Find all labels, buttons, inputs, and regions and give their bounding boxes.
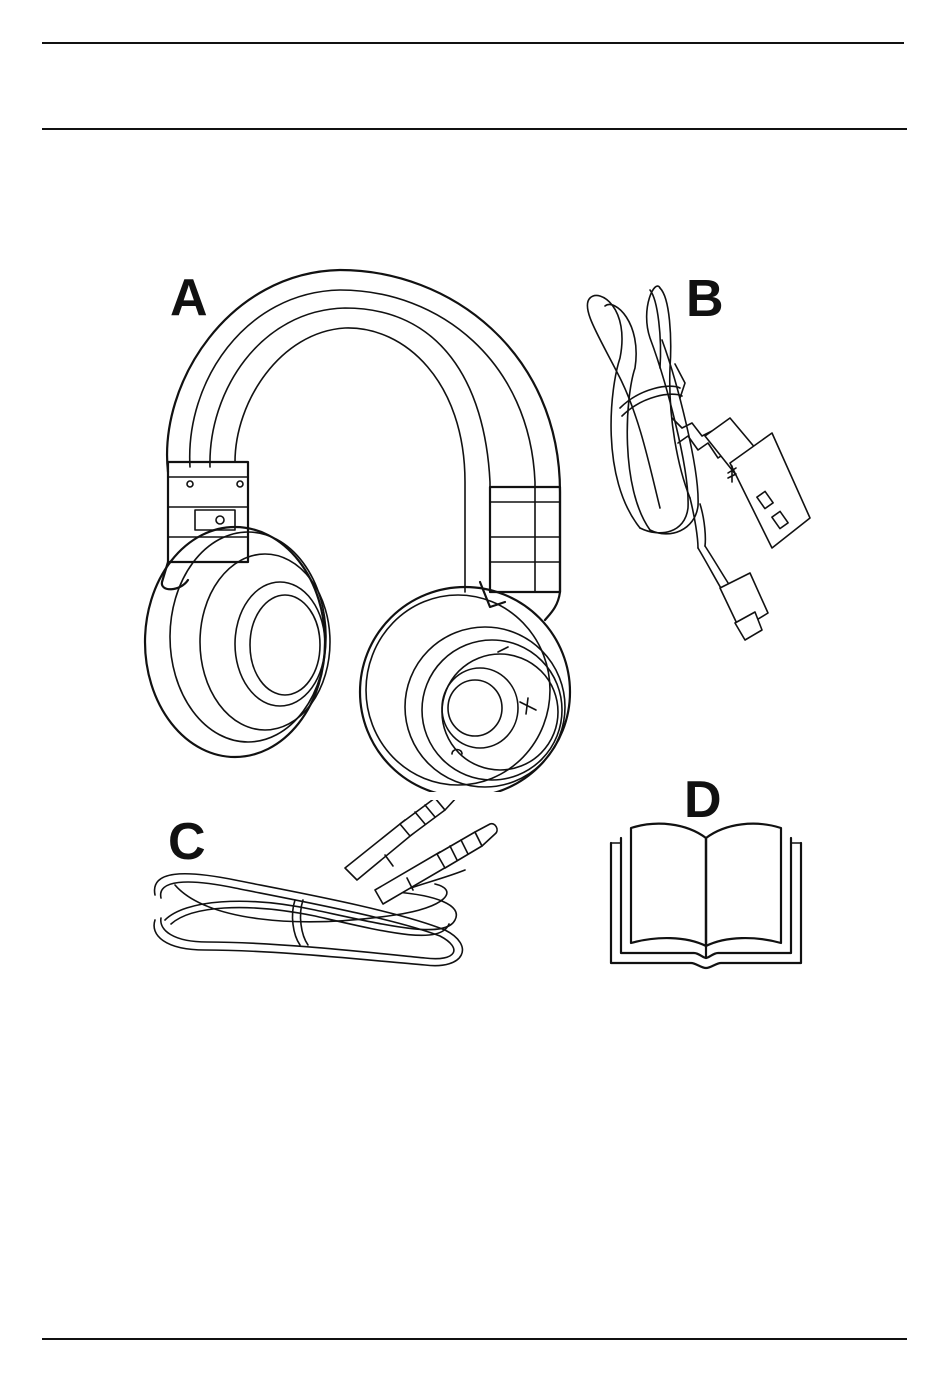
usb-cable-icon xyxy=(580,268,820,653)
header-rule-bottom xyxy=(42,128,907,130)
footer-rule xyxy=(42,1338,907,1340)
manual-book-icon xyxy=(606,818,806,975)
audio-cable-icon xyxy=(145,800,505,985)
header-rule-top xyxy=(42,42,904,44)
headphones-icon xyxy=(140,262,580,797)
